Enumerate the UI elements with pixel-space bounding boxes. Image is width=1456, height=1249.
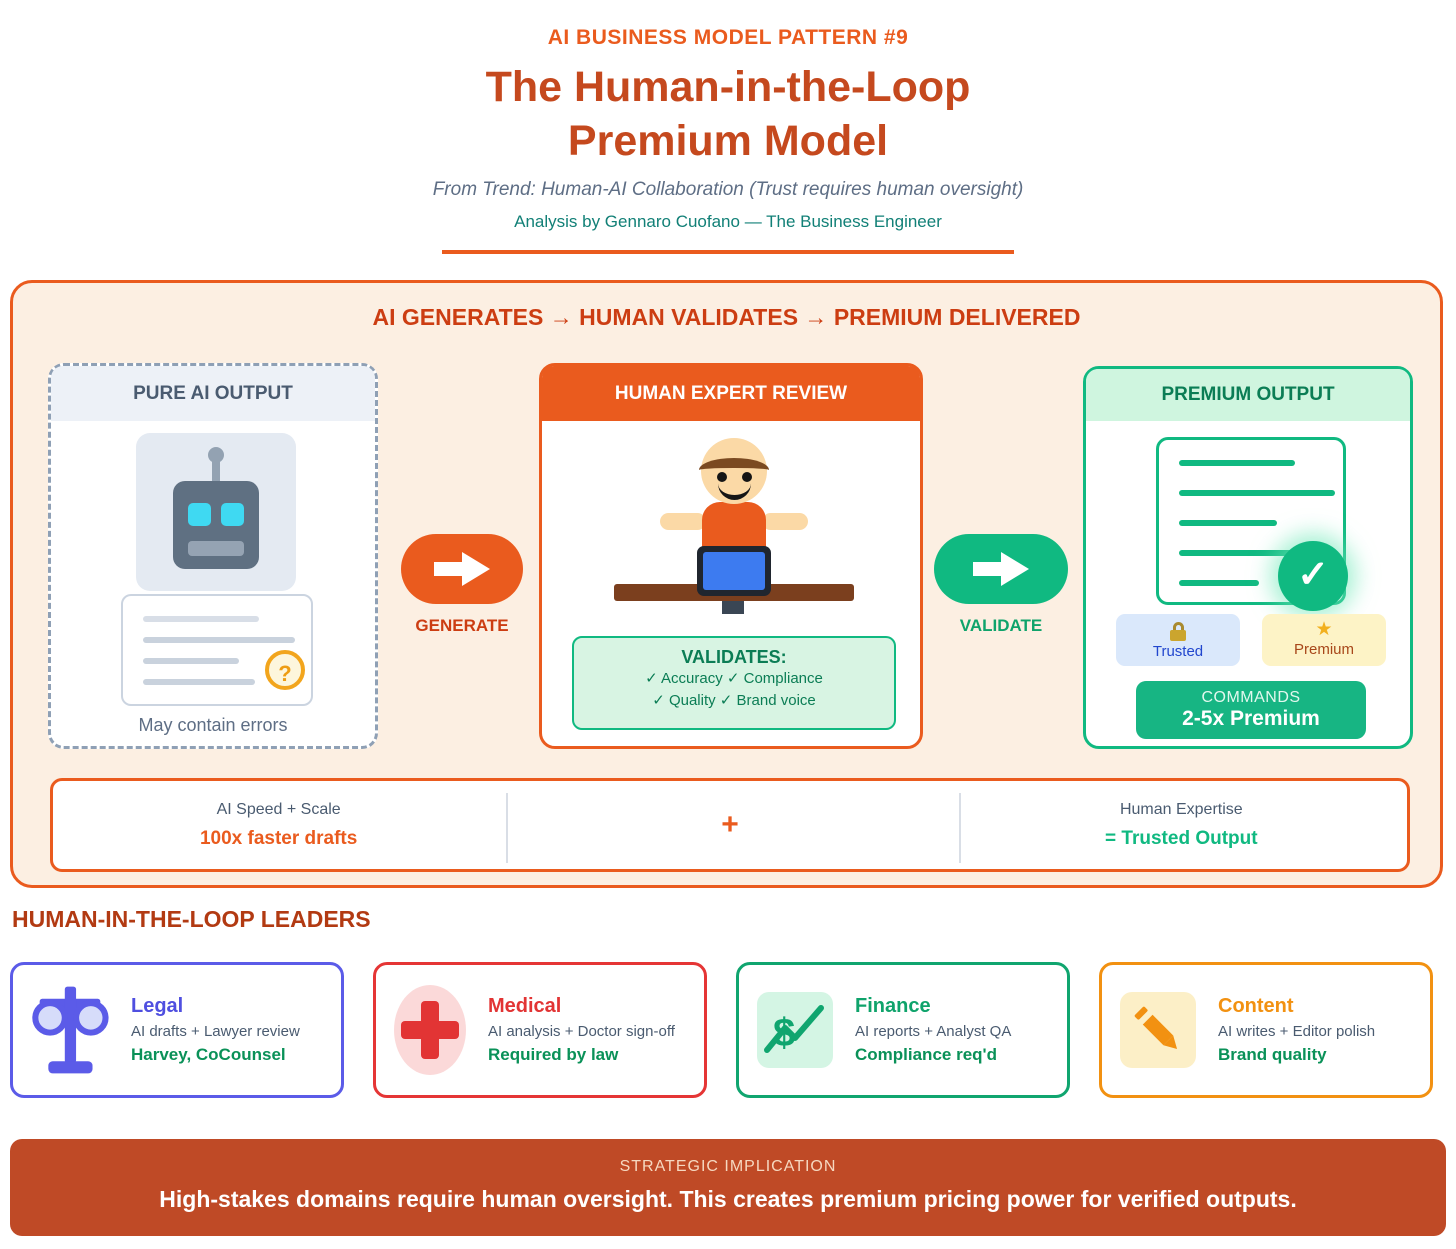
pure-ai-output-card: PURE AI OUTPUT ? May contain errors xyxy=(48,363,378,749)
validates-line1: ✓ Accuracy ✓ Compliance xyxy=(645,670,823,687)
lock-icon xyxy=(1170,622,1186,641)
page-title: The Human-in-the-Loop Premium Model xyxy=(0,60,1456,168)
trusted-badge: Trusted xyxy=(1116,614,1240,666)
equation-divider xyxy=(959,793,961,863)
equation-col1-top: AI Speed + Scale xyxy=(216,800,341,818)
validate-label: VALIDATE xyxy=(959,616,1043,635)
page-title-line1: The Human-in-the-Loop xyxy=(485,63,971,111)
human-expert-review-card: HUMAN EXPERT REVIEW VALIDATES: ✓ Accurac… xyxy=(539,363,923,749)
author-byline: Analysis by Gennaro Cuofano — The Busine… xyxy=(514,212,942,231)
leader-name: Content xyxy=(1218,995,1294,1017)
leader-name: Medical xyxy=(488,995,562,1017)
finance-chart-icon: $ xyxy=(757,992,833,1068)
premium-card-title: PREMIUM OUTPUT xyxy=(1086,369,1410,421)
leader-card-medical: Medical AI analysis + Doctor sign-off Re… xyxy=(373,962,707,1098)
plus-sign: + xyxy=(721,808,739,841)
leader-subtitle: AI drafts + Lawyer review xyxy=(131,1023,300,1040)
leader-subtitle: AI analysis + Doctor sign-off xyxy=(488,1023,675,1040)
premium-badge: ★ Premium xyxy=(1262,614,1386,666)
robot-icon xyxy=(136,433,296,591)
premium-badge-label: Premium xyxy=(1293,641,1354,658)
pencil-icon xyxy=(1120,992,1196,1068)
flow-title: AI GENERATES → HUMAN VALIDATES → PREMIUM… xyxy=(372,304,1081,330)
leader-name: Finance xyxy=(855,995,931,1017)
leader-highlight: Harvey, CoCounsel xyxy=(131,1045,286,1064)
equation-strip: AI Speed + Scale 100x faster drafts + Hu… xyxy=(50,778,1410,872)
leader-card-content: Content AI writes + Editor polish Brand … xyxy=(1099,962,1433,1098)
page-title-line2: Premium Model xyxy=(567,117,889,165)
equation-ai-speed: AI Speed + Scale 100x faster drafts xyxy=(53,781,504,869)
medical-cross-icon xyxy=(394,985,466,1075)
pure-ai-card-title: PURE AI OUTPUT xyxy=(51,366,375,421)
banner-label: STRATEGIC IMPLICATION xyxy=(619,1158,837,1175)
human-review-card-title: HUMAN EXPERT REVIEW xyxy=(542,366,920,421)
right-arrow-icon xyxy=(973,552,1029,586)
leader-highlight: Compliance req'd xyxy=(855,1045,997,1064)
validates-title: VALIDATES: xyxy=(681,647,787,667)
strategic-implication-banner: STRATEGIC IMPLICATION High-stakes domain… xyxy=(10,1139,1446,1236)
commands-line2: 2-5x Premium xyxy=(1182,707,1320,730)
equation-divider xyxy=(506,793,508,863)
equation-col3-top: Human Expertise xyxy=(1119,800,1243,818)
generate-label: GENERATE xyxy=(415,616,509,635)
leader-card-legal: Legal AI drafts + Lawyer review Harvey, … xyxy=(10,962,344,1098)
validates-line2: ✓ Quality ✓ Brand voice xyxy=(652,692,816,709)
equation-col1-bottom: 100x faster drafts xyxy=(199,827,358,849)
scales-of-justice-icon xyxy=(31,980,109,1080)
leader-subtitle: AI reports + Analyst QA xyxy=(855,1023,1012,1040)
premium-output-card: PREMIUM OUTPUT ✓ Trusted ★ Premium xyxy=(1083,366,1413,749)
leader-subtitle: AI writes + Editor polish xyxy=(1218,1023,1376,1040)
equation-human-expertise: Human Expertise = Trusted Output xyxy=(956,781,1407,869)
generate-arrow-icon xyxy=(401,534,523,604)
validates-box: VALIDATES: ✓ Accuracy ✓ Compliance ✓ Qua… xyxy=(572,636,896,730)
banner-text: High-stakes domains require human oversi… xyxy=(159,1186,1297,1212)
right-arrow-icon xyxy=(434,552,490,586)
star-icon: ★ xyxy=(1315,619,1333,640)
leader-highlight: Brand quality xyxy=(1218,1045,1327,1064)
trend-subtitle: From Trend: Human-AI Collaboration (Trus… xyxy=(432,179,1024,200)
trusted-badge-label: Trusted xyxy=(1152,643,1204,660)
pattern-eyebrow: AI BUSINESS MODEL PATTERN #9 xyxy=(547,26,909,49)
checkmark-icon: ✓ xyxy=(1278,541,1348,611)
commands-premium-button: COMMANDS 2-5x Premium xyxy=(1136,681,1366,739)
verified-document-icon xyxy=(1156,437,1346,605)
equation-col3-bottom: = Trusted Output xyxy=(1105,827,1258,849)
question-mark-icon: ? xyxy=(265,650,305,690)
commands-line1: COMMANDS xyxy=(1201,689,1301,706)
header-divider xyxy=(442,250,1014,254)
flow-panel: AI GENERATES → HUMAN VALIDATES → PREMIUM… xyxy=(10,280,1443,888)
leader-card-finance: $ Finance AI reports + Analyst QA Compli… xyxy=(736,962,1070,1098)
leader-highlight: Required by law xyxy=(488,1045,619,1064)
validate-arrow-icon xyxy=(934,534,1068,604)
leader-name: Legal xyxy=(131,995,184,1017)
ai-draft-document-icon: ? xyxy=(121,594,313,706)
human-reviewer-icon xyxy=(614,436,854,628)
leaders-section-title: HUMAN-IN-THE-LOOP LEADERS xyxy=(12,906,371,932)
laptop-icon xyxy=(697,546,771,596)
equation-plus: + xyxy=(504,781,955,869)
pure-ai-caption: May contain errors xyxy=(138,715,288,735)
